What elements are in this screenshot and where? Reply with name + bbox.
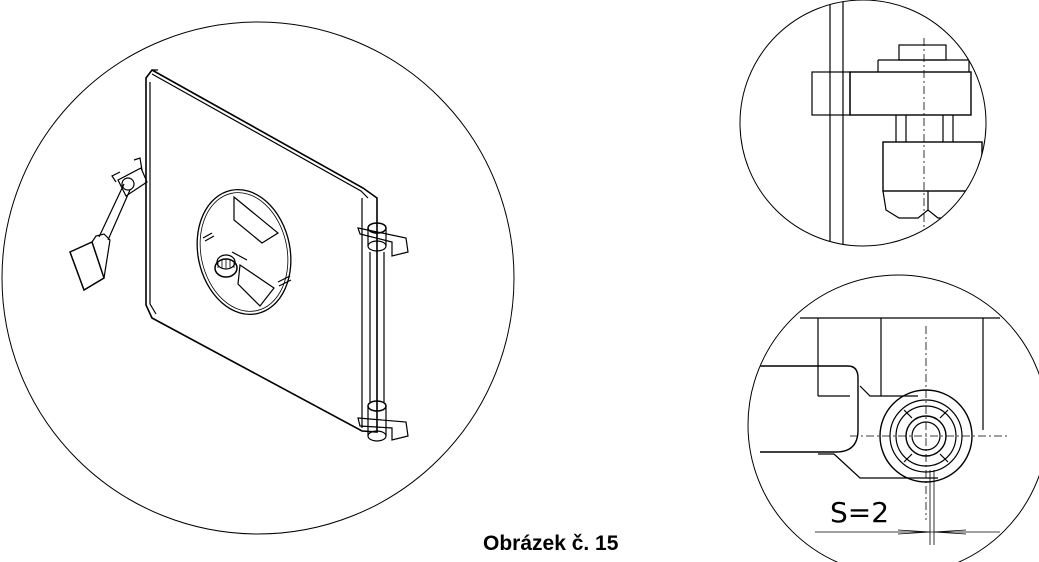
isometric-detail: [1, 21, 515, 535]
figure-caption: Obrázek č. 15: [483, 532, 619, 555]
detail-circle-bottom-right: [747, 274, 1039, 562]
detail-circle-top-right: [739, 0, 987, 247]
hinge-top: [357, 222, 409, 257]
bottom-right-detail: S=2: [747, 274, 1039, 562]
door-panel: [145, 68, 378, 433]
lever-handle: [69, 157, 148, 292]
top-right-detail: [739, 0, 987, 247]
hinge-bottom: [357, 400, 409, 442]
detail-circle-left: [1, 21, 515, 535]
hinge-rod: [369, 252, 385, 402]
dimension-label: S=2: [830, 496, 889, 529]
window-dial: [196, 188, 292, 316]
